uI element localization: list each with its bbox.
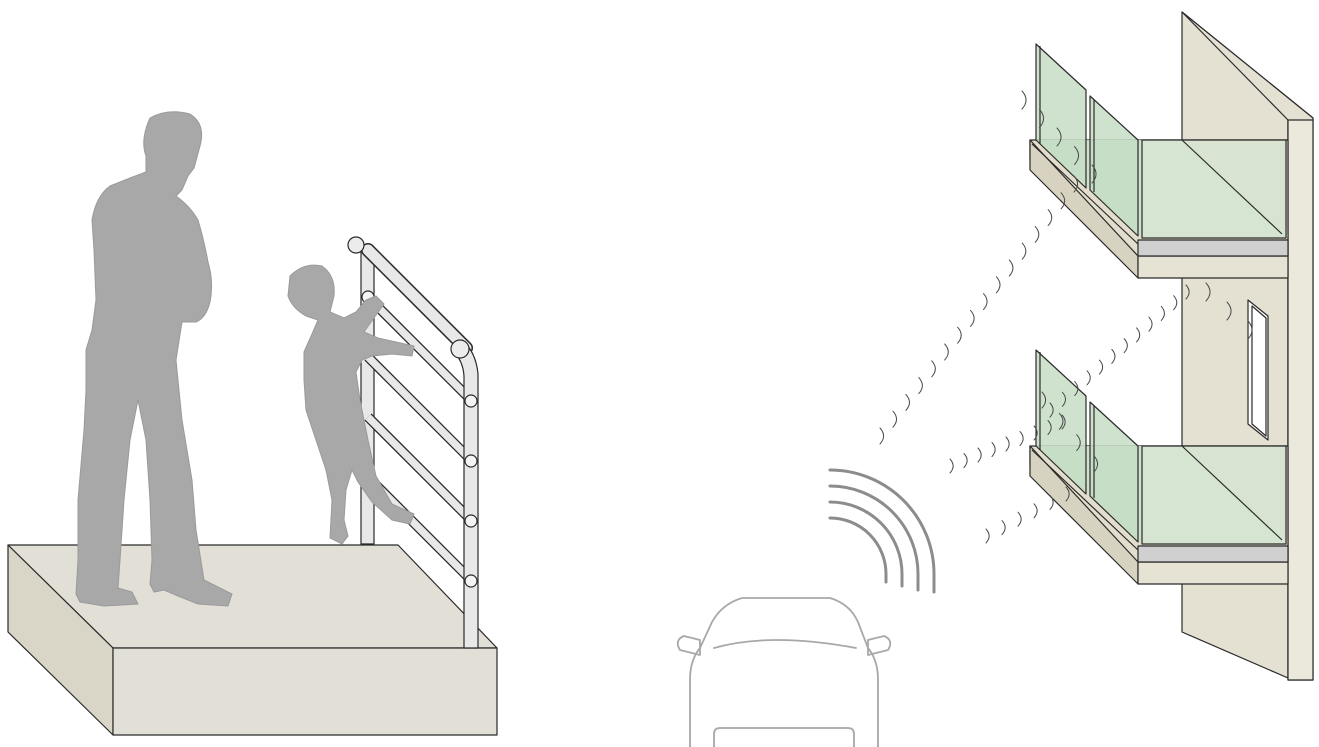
car-outline — [678, 598, 891, 747]
platform-front — [113, 648, 497, 735]
sound-wave-arc — [1009, 260, 1013, 276]
sound-wave-arc — [893, 411, 897, 427]
sound-wave-arc — [1002, 521, 1005, 535]
sound-wave-arc — [996, 277, 1000, 293]
sound-wave-arc — [1087, 371, 1090, 385]
sound-wave-arc — [945, 344, 949, 360]
sound-wave-arc — [1035, 226, 1039, 242]
sound-wave-arc — [1048, 210, 1052, 226]
sound-wave-arc — [1161, 306, 1164, 320]
sound-wave-arc — [950, 459, 953, 473]
railing-joint — [465, 455, 477, 467]
adult-silhouette — [76, 112, 232, 606]
sound-wave-arc — [1006, 437, 1009, 451]
sound-wave-arc — [880, 428, 884, 444]
sound-wave-arc — [1137, 328, 1140, 342]
railing-joint — [465, 575, 477, 587]
sound-wave-arc — [1112, 349, 1115, 363]
sound-wave-arc — [1022, 91, 1026, 109]
railing-bars — [368, 250, 470, 579]
sound-wave-arc — [958, 327, 962, 343]
sound-wave-arc — [1020, 432, 1023, 446]
sound-wave-arc — [986, 529, 989, 543]
sound-wave-arc — [1034, 504, 1037, 518]
signal-arcs — [830, 470, 934, 592]
sound-wave-arc — [1022, 243, 1026, 259]
sound-wave-arc — [1124, 339, 1127, 353]
railing-top-corner — [451, 340, 469, 358]
sound-wave-arc — [1174, 296, 1177, 310]
sound-wave-arc — [1099, 360, 1102, 374]
sound-wave-arc — [971, 310, 975, 326]
sound-wave-arc — [978, 448, 981, 462]
sound-wave-arc — [919, 378, 923, 394]
sound-wave-arc — [932, 361, 936, 377]
sound-wave-arc — [1149, 317, 1152, 331]
railing-joint — [465, 395, 477, 407]
sound-wave-arc — [1018, 512, 1021, 526]
railing-joint — [465, 515, 477, 527]
sound-wave-arc — [906, 394, 910, 410]
railing-top-end — [348, 237, 364, 253]
sound-wave-arc — [983, 294, 987, 310]
sound-wave-arc — [992, 443, 995, 457]
sound-wave-arc — [964, 454, 967, 468]
